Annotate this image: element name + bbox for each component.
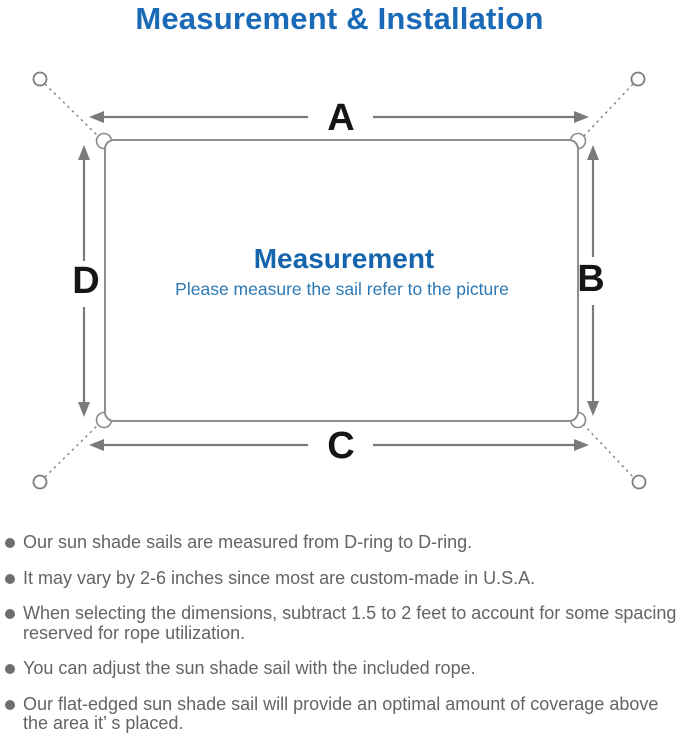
list-item: Our sun shade sails are measured from D-… xyxy=(5,532,677,553)
sail-diagram-canvas: Measurement Please measure the sail refe… xyxy=(32,71,647,490)
diagram-center-subtitle: Please measure the sail refer to the pic… xyxy=(175,279,509,299)
arrowhead-down-icon xyxy=(587,401,599,416)
list-item: When selecting the dimensions, subtract … xyxy=(5,603,677,643)
anchor-ring-bottom-left-icon xyxy=(32,474,48,490)
anchor-ring-top-left-icon xyxy=(32,71,48,87)
arrowhead-down-icon xyxy=(78,402,90,417)
arrowhead-left-icon xyxy=(89,439,104,451)
list-item: It may vary by 2-6 inches since most are… xyxy=(5,567,677,589)
dimension-label-c: C xyxy=(327,425,354,467)
bullet-dot-icon xyxy=(5,699,15,710)
arrowhead-right-icon xyxy=(574,111,589,123)
arrowhead-up-icon xyxy=(587,145,599,160)
rope-line-bottom-left xyxy=(44,423,100,478)
note-text: You can adjust the sun shade sail with t… xyxy=(23,658,476,678)
note-text: It may vary by 2-6 inches since most are… xyxy=(23,567,536,588)
list-item: Our flat-edged sun shade sail will provi… xyxy=(5,693,677,734)
note-text: Our flat-edged sun shade sail will provi… xyxy=(23,693,659,733)
anchor-ring-top-right-icon xyxy=(630,71,646,87)
list-item: You can adjust the sun shade sail with t… xyxy=(5,658,677,679)
notes-list: Our sun shade sails are measured from D-… xyxy=(0,524,679,739)
arrowhead-right-icon xyxy=(574,439,589,451)
measurement-diagram: Measurement Please measure the sail refe… xyxy=(0,55,679,515)
rope-line-top-right xyxy=(582,83,634,138)
bullet-dot-icon xyxy=(5,538,15,548)
bullet-dot-icon xyxy=(5,573,15,584)
page-title: Measurement & Installation xyxy=(135,1,544,36)
note-text: Our sun shade sails are measured from D-… xyxy=(23,532,473,552)
arrowhead-left-icon xyxy=(89,111,104,123)
sail-outline xyxy=(104,139,579,422)
dimension-label-b: B xyxy=(577,258,604,300)
arrowhead-up-icon xyxy=(78,145,90,160)
rope-line-top-left xyxy=(44,83,100,138)
bullet-dot-icon xyxy=(5,609,15,619)
note-text: When selecting the dimensions, subtract … xyxy=(23,603,677,643)
dimension-label-a: A xyxy=(327,97,354,139)
rope-line-bottom-right xyxy=(582,423,634,478)
anchor-ring-bottom-right-icon xyxy=(631,474,647,490)
bullet-dot-icon xyxy=(5,664,15,674)
dimension-label-d: D xyxy=(72,260,99,302)
diagram-center-heading: Measurement xyxy=(254,243,435,274)
